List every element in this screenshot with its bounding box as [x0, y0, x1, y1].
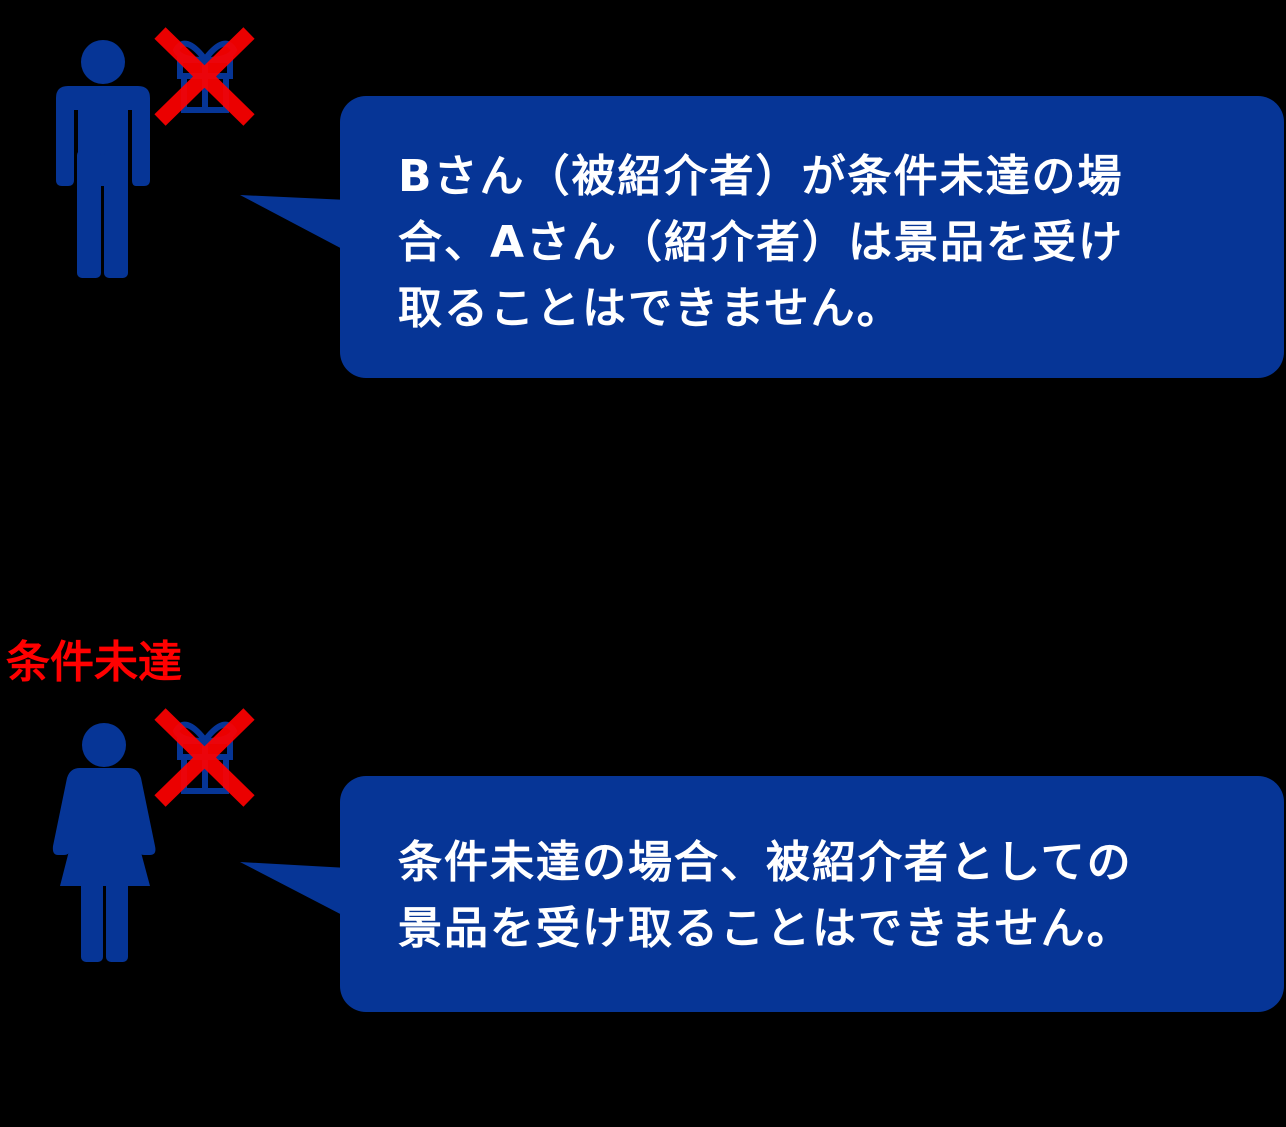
bubble-1-line-2: 合、Aさん（紹介者）は景品を受け: [398, 217, 1125, 268]
bubble-2-line-1: 条件未達の場合、被紹介者としての: [398, 837, 1133, 888]
bubble-1-line-1: Bさん（被紹介者）が条件未達の場: [398, 151, 1124, 202]
bubble-1-line-3: 取ることはできません。: [398, 283, 903, 334]
condition-unmet-label: 条件未達: [6, 637, 182, 688]
bubble-2-line-2: 景品を受け取ることはできません。: [398, 903, 1133, 954]
speech-bubble-2-text: 条件未達の場合、被紹介者としての 景品を受け取ることはできません。: [398, 830, 1133, 962]
speech-bubble-1-text: Bさん（被紹介者）が条件未達の場 合、Aさん（紹介者）は景品を受け 取ることはで…: [398, 144, 1124, 342]
